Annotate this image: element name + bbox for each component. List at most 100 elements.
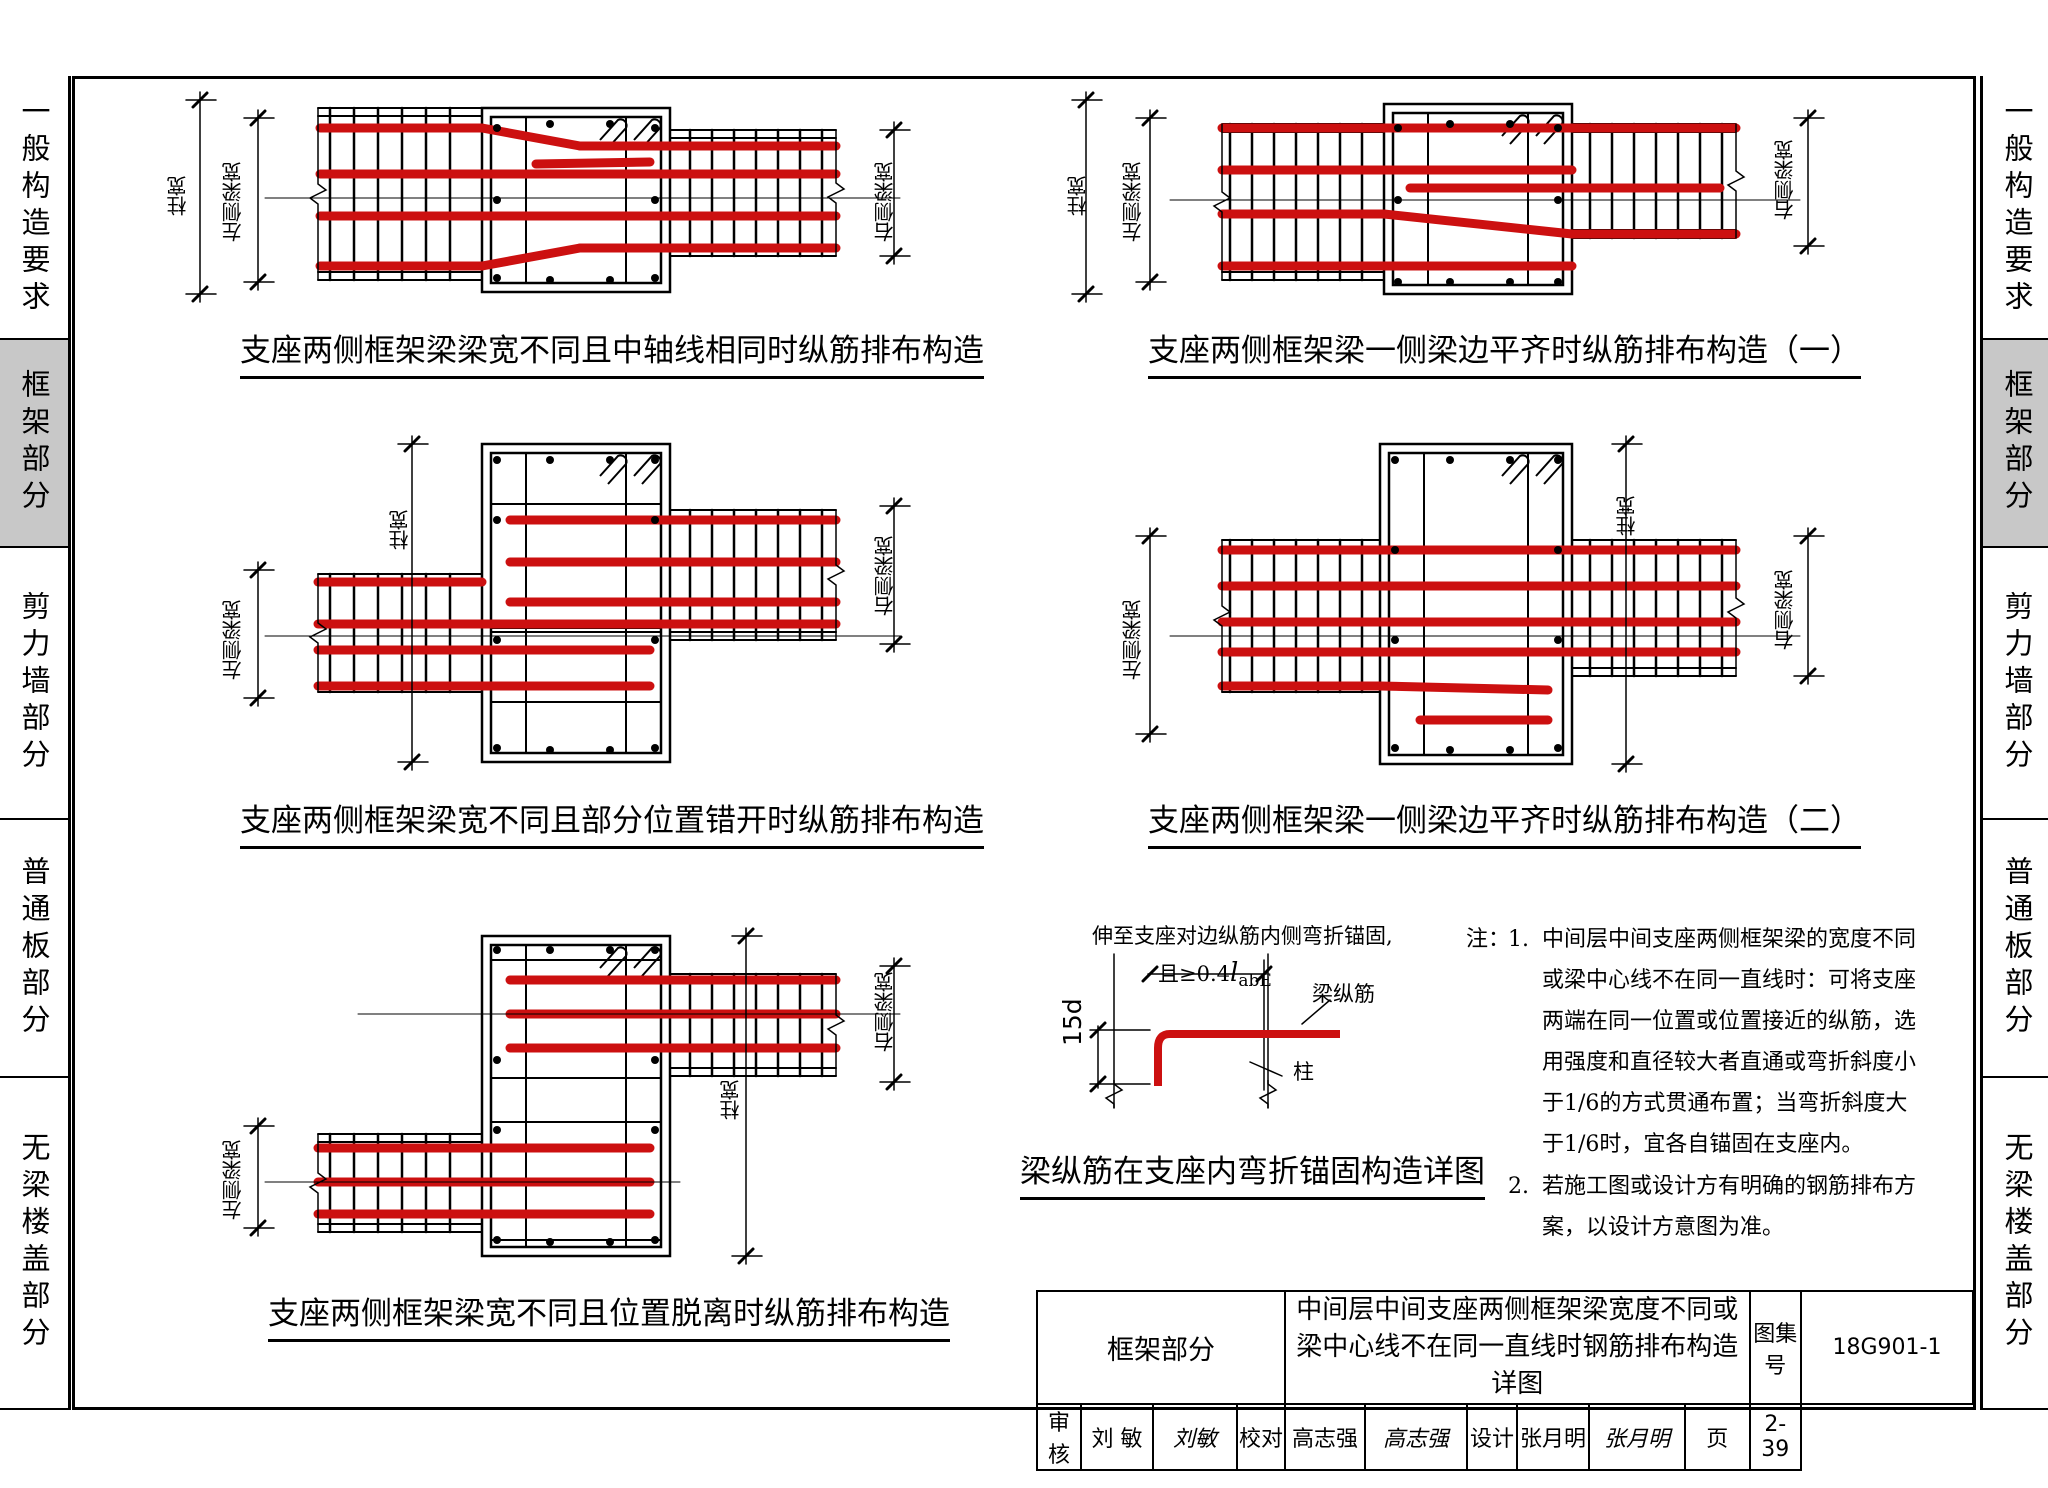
rebar-dot [493,744,501,752]
rebar-dot [1446,746,1454,754]
dim-label-right-beam: 右侧梁宽 [1773,140,1797,220]
rebar-dot [1506,278,1514,286]
note-line: 中间层中间支座两侧框架梁的宽度不同 [1542,927,1917,952]
break-line [826,974,846,1076]
side-tab-3[interactable]: 普通板部分 [1983,820,2048,1078]
title-block-checker: 高志强 [1284,1403,1366,1471]
title-block: 框架部分 中间层中间支座两侧框架梁宽度不同或梁中心线不在同一直线时钢筋排布构造详… [1036,1290,1974,1471]
rebar-dot [651,516,659,524]
notes-head: 注： [1466,927,1511,952]
dim-tick [1141,965,1159,983]
side-tab-label: 一般构造要求 [2000,96,2034,318]
rebar-dot [1446,456,1454,464]
note-1-number: 1. [1508,927,1529,952]
rebar-dot [546,276,554,284]
break-line [1212,124,1232,280]
reviewer-signature: 刘敏 [1152,1403,1238,1471]
rebar-dot [1391,456,1399,464]
detail-bent-rebar [1154,1030,1340,1086]
side-tab-0[interactable]: 一般构造要求 [1983,76,2048,340]
side-tab-1[interactable]: 框架部分 [1983,340,2048,548]
dim-label-right-beam: 右侧梁宽 [873,162,897,242]
stirrup-hook [599,946,628,977]
designer-signature: 张月明 [1588,1403,1686,1471]
rebar-dot [651,946,659,954]
left-nav-tabs: 一般构造要求框架部分剪力墙部分普通板部分无梁楼盖部分 [0,76,71,1410]
side-tab-4[interactable]: 无梁楼盖部分 [0,1078,68,1410]
rebar-dot [493,636,501,644]
checker-signature: 高志强 [1364,1403,1468,1471]
dim-label-left-beam: 左侧梁宽 [1121,600,1145,680]
inner-stirrup [490,503,662,633]
rebar-dot [1506,120,1514,128]
dim-label-left-beam: 左侧梁宽 [221,1140,245,1220]
rebar-dot [1554,456,1562,464]
detail-bar-label: 梁纵筋 [1312,982,1375,1006]
caption-diagram-2: 支座两侧框架梁一侧梁边平齐时纵筋排布构造（一） [1148,325,1861,379]
note-2-number: 2. [1508,1174,1529,1199]
rebar-dot [493,1126,501,1134]
detail-top-note: 伸至支座对边纵筋内侧弯折锚固, [1092,924,1393,948]
break-line [308,574,328,692]
break-line [1212,540,1232,692]
rebar-dot [493,946,501,954]
rebar-dot [651,1126,659,1134]
note-1-text: 中间层中间支座两侧框架梁的宽度不同或梁中心线不在同一直线时：可将支座两端在同一位… [1542,919,1916,1165]
break-line [308,1134,328,1232]
column-outline [480,106,672,294]
title-block-page-no: 2-39 [1748,1403,1803,1471]
caption-diagram-3: 支座两侧框架梁宽不同且部分位置错开时纵筋排布构造 [240,795,984,849]
detail-hook-label: 15d [1058,998,1087,1046]
rebar-dot [651,1056,659,1064]
rebar-dot [546,1238,554,1246]
rebar-dot [546,120,554,128]
dim-label-left-beam: 左侧梁宽 [221,162,245,242]
title-block-check-label: 校对 [1236,1403,1286,1471]
column-outline [1378,442,1574,766]
rebar-dot [606,746,614,754]
side-tab-2[interactable]: 剪力墙部分 [0,548,68,820]
note-line: 两端在同一位置或位置接近的纵筋，选 [1542,1009,1917,1034]
rebar-dot [651,196,659,204]
rebar-dot [1391,546,1399,554]
title-block-category: 框架部分 [1036,1290,1286,1405]
rebar-dot [1394,124,1402,132]
right-nav-tabs: 一般构造要求框架部分剪力墙部分普通板部分无梁楼盖部分 [1980,76,2048,1410]
side-tab-3[interactable]: 普通板部分 [0,820,68,1078]
break-line [1258,1080,1278,1108]
note-line: 或梁中心线不在同一直线时：可将支座 [1542,968,1917,993]
rebar-dot [546,946,554,954]
rebar-dot [1554,636,1562,644]
side-tab-0[interactable]: 一般构造要求 [0,76,68,340]
side-tab-label: 框架部分 [17,369,51,517]
caption-detail: 梁纵筋在支座内弯折锚固构造详图 [1020,1146,1485,1200]
title-block-design-label: 设计 [1466,1403,1518,1471]
title-block-title: 中间层中间支座两侧框架梁宽度不同或梁中心线不在同一直线时钢筋排布构造详图 [1284,1290,1751,1405]
side-tab-label: 普通板部分 [17,855,51,1041]
rebar-dot [1554,124,1562,132]
detail-column-label: 柱 [1293,1060,1314,1084]
break-line [308,108,328,280]
rebar-dot [1446,120,1454,128]
rebar-dot [493,196,501,204]
rebar-dot [546,456,554,464]
rebar-dot [606,120,614,128]
rebar-dot [1554,744,1562,752]
stirrup-hook [599,118,628,149]
rebar-inner [531,157,655,169]
rebar-dot [1391,636,1399,644]
side-tab-2[interactable]: 剪力墙部分 [1983,548,2048,820]
stirrup-hook [633,118,662,149]
column-stirrup [489,115,663,285]
inner-stirrup [490,959,662,1079]
note-2-text: 若施工图或设计方有明确的钢筋排布方案，以设计方意图为准。 [1542,1166,1916,1248]
side-tab-label: 无梁楼盖部分 [17,1132,51,1354]
dim-label-right-beam: 右侧梁宽 [873,972,897,1052]
rebar-bar [477,243,585,271]
column-stirrup [1391,111,1565,287]
side-tab-1[interactable]: 框架部分 [0,340,68,548]
rebar-dot [651,636,659,644]
side-tab-4[interactable]: 无梁楼盖部分 [1983,1078,2048,1410]
stirrup-hook [599,454,628,485]
title-block-atlas-label: 图集号 [1748,1290,1803,1405]
